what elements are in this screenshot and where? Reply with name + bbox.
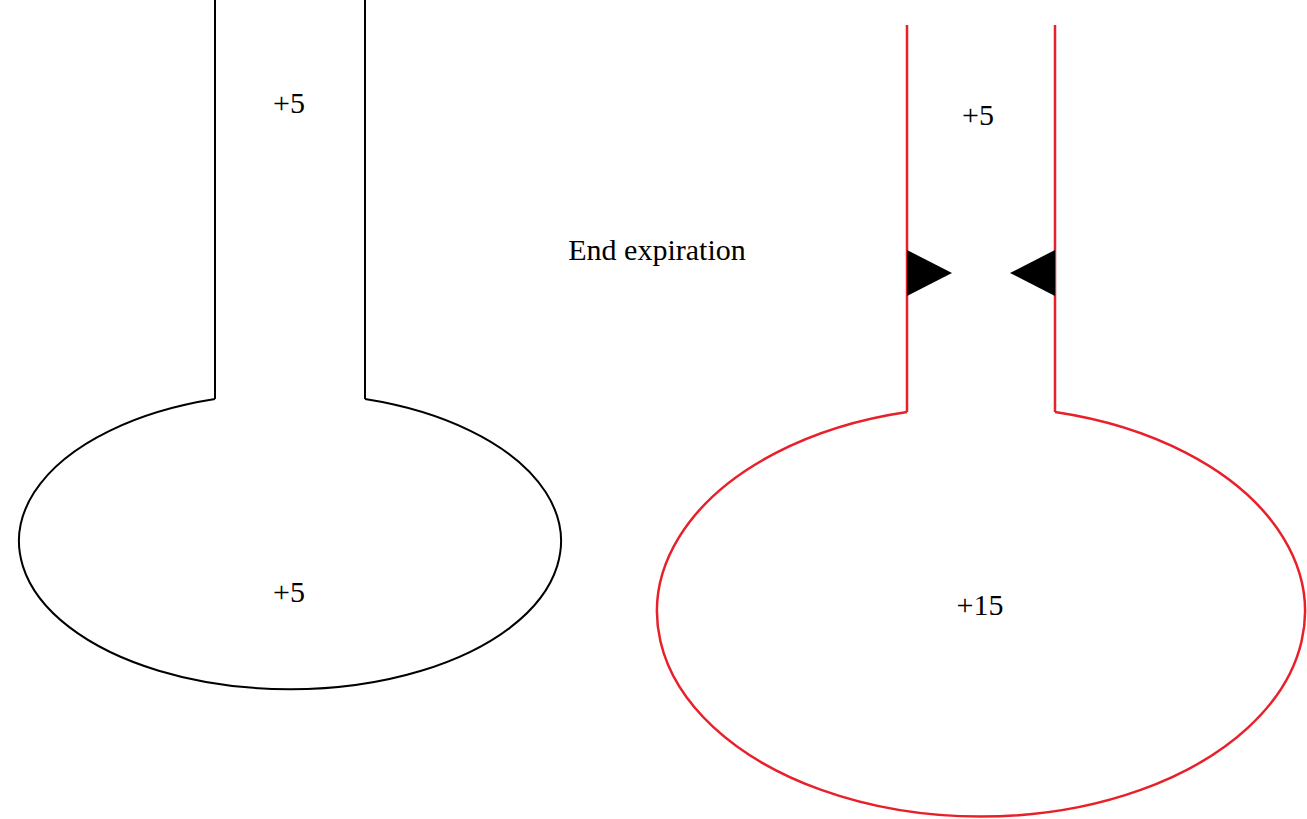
normal-airway <box>19 0 561 689</box>
obstructed-airway <box>657 25 1305 817</box>
narrowing-triangle <box>907 250 952 296</box>
narrowing-triangle <box>1010 250 1055 296</box>
airway-wall <box>1054 25 1057 412</box>
pressure-value: +5 <box>273 88 305 118</box>
airway-wall <box>906 25 909 412</box>
phase-label: End expiration <box>568 235 745 265</box>
pressure-value: +15 <box>957 590 1004 620</box>
alveolus-outline <box>19 399 561 689</box>
airway-wall <box>214 0 216 399</box>
pressure-value: +5 <box>273 577 305 607</box>
pressure-value: +5 <box>962 100 994 130</box>
airway-wall <box>364 0 366 399</box>
alveolus-outline <box>657 412 1305 817</box>
